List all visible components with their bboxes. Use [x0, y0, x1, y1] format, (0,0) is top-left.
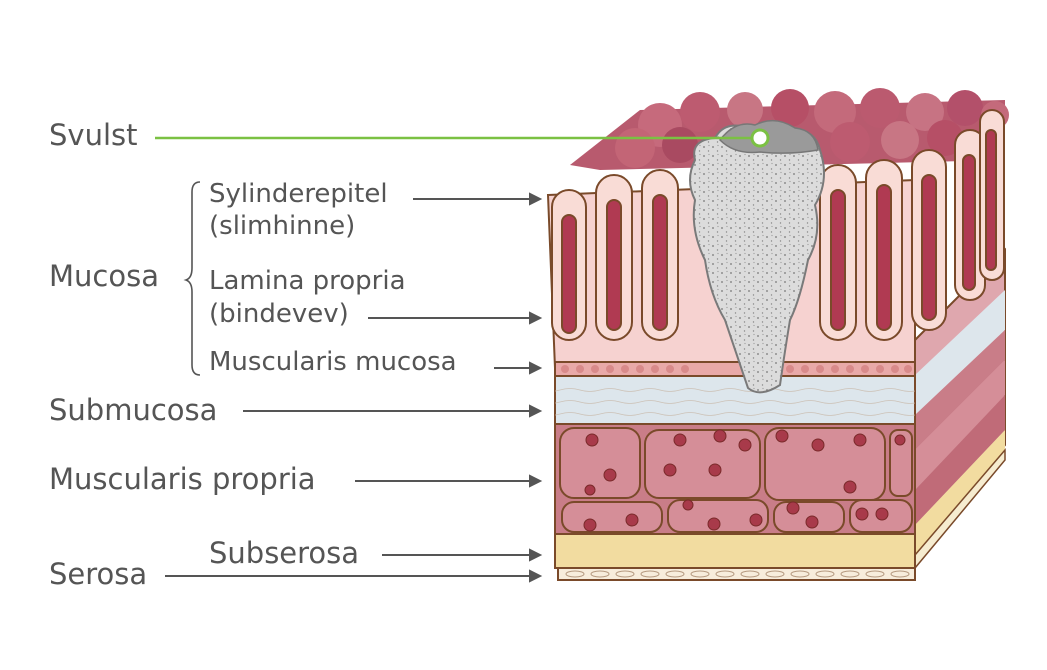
- submucosa-layer: [554, 375, 916, 425]
- label-serosa: Serosa: [49, 557, 148, 591]
- muscularis-mucosa-layer: [554, 361, 916, 377]
- label-mucosa: Mucosa: [49, 259, 159, 293]
- crypts: [551, 109, 1005, 341]
- label-lamina-propria-line2: (bindevev): [209, 299, 349, 329]
- tumor-mass: [689, 119, 825, 394]
- label-subserosa: Subserosa: [209, 536, 360, 570]
- muscularis-propria-layer: [554, 423, 916, 535]
- label-epithelium-line2: (slimhinne): [209, 211, 356, 241]
- subserosa-layer: [554, 533, 916, 569]
- label-lamina-propria-line1: Lamina propria: [209, 266, 406, 296]
- pointer-lines: [165, 192, 543, 583]
- label-submucosa: Submucosa: [49, 393, 218, 427]
- label-muscularis-mucosa: Muscularis mucosa: [209, 347, 457, 377]
- label-tumor: Svulst: [49, 118, 138, 152]
- label-muscularis-propria: Muscularis propria: [49, 462, 316, 496]
- label-epithelium-line1: Sylinderepitel: [209, 179, 388, 209]
- serosa-layer: [557, 567, 916, 581]
- tumor-pointer: [155, 128, 770, 148]
- mucosa-bracket: [183, 181, 201, 376]
